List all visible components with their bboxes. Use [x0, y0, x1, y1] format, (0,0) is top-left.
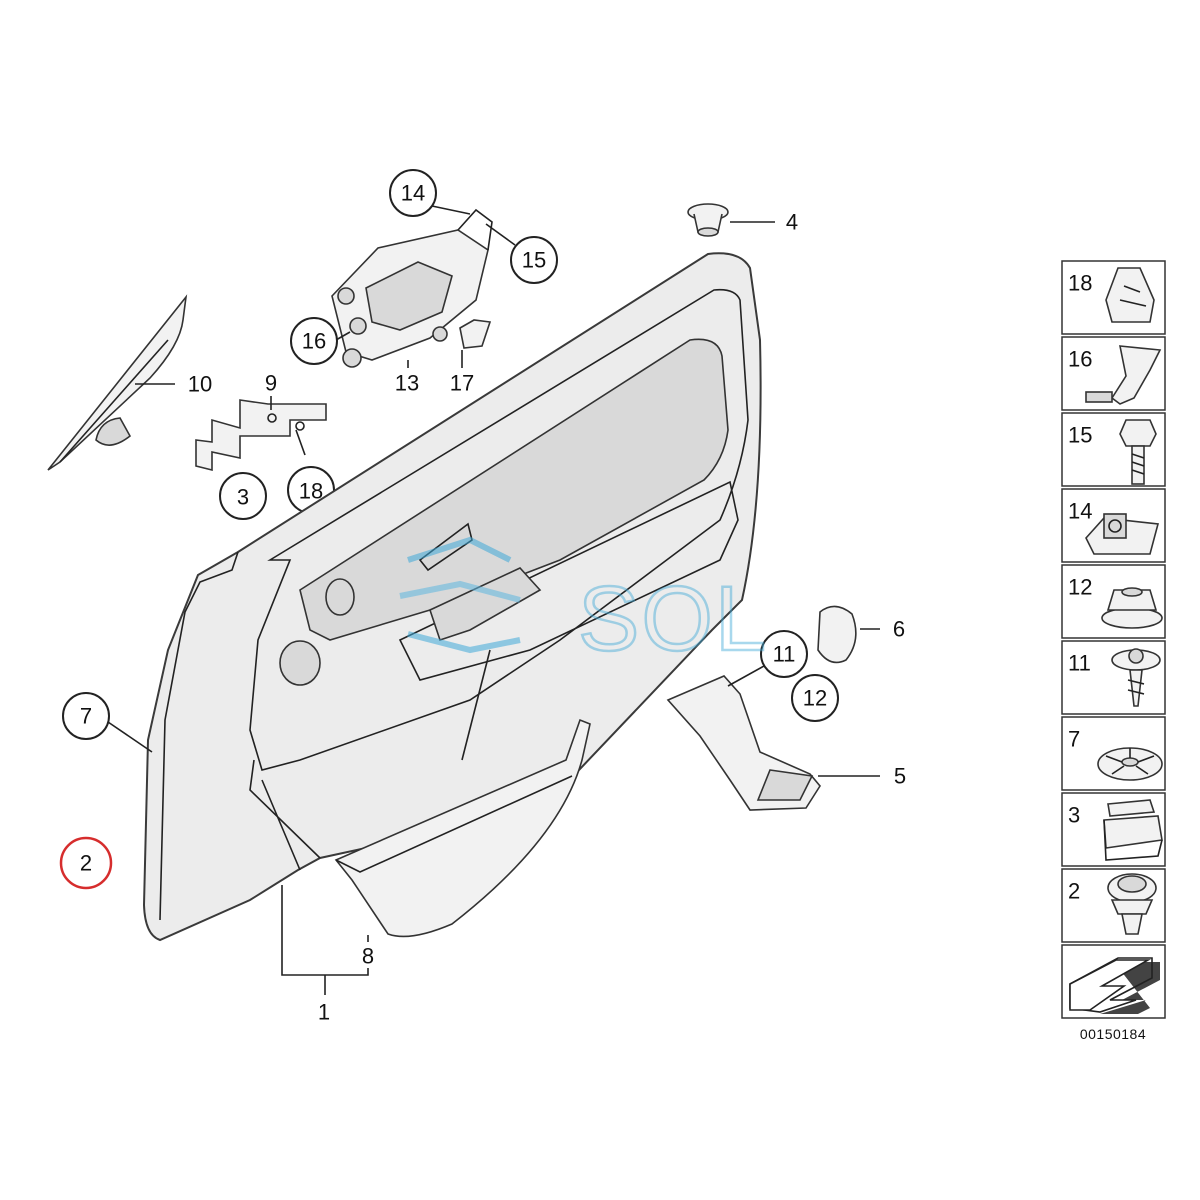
callout-3: 3: [219, 472, 267, 520]
legend-item-11: 11: [1068, 651, 1091, 676]
fastener-16-spring-clip-icon: [1085, 345, 1162, 405]
label-13: 13: [395, 371, 419, 396]
fastener-legend: 18 16 15 14 12 11 7 3 2: [1061, 260, 1166, 1042]
svg-text:2: 2: [80, 851, 92, 876]
fastener-18-clip-icon: [1105, 267, 1155, 323]
callout-15: 15: [510, 236, 558, 284]
legend-item-7: 7: [1068, 727, 1080, 752]
svg-text:12: 12: [803, 686, 827, 711]
svg-text:7: 7: [80, 704, 92, 729]
callout-16: 16: [290, 317, 338, 365]
legend-item-15: 15: [1068, 423, 1092, 448]
legend-item-12: 12: [1068, 575, 1092, 600]
fastener-11-screw-icon: [1111, 648, 1161, 707]
label-4: 4: [786, 210, 798, 235]
callout-11: 11: [760, 630, 808, 678]
label-5: 5: [894, 764, 906, 789]
diagram-code: 00150184: [1080, 1026, 1146, 1042]
part-13-module: [331, 208, 493, 368]
part-6-cap: [817, 605, 857, 664]
label-9: 9: [265, 371, 277, 396]
legend-item-2: 2: [1068, 879, 1080, 904]
fastener-12-hex-nut-icon: [1101, 587, 1163, 629]
legend-item-14: 14: [1068, 499, 1092, 524]
callout-14: 14: [389, 169, 437, 217]
label-1: 1: [318, 1000, 330, 1025]
part-4-grommet: [687, 203, 729, 237]
svg-text:3: 3: [237, 485, 249, 510]
watermark-logo: [399, 536, 521, 654]
fastener-2-expanding-rivet-icon: [1107, 873, 1157, 935]
svg-text:16: 16: [302, 329, 326, 354]
label-8: 8: [362, 944, 374, 969]
part-9-bracket: [195, 399, 327, 472]
legend-item-16: 16: [1068, 347, 1092, 372]
callout-12: 12: [791, 674, 839, 722]
part-5-trim: [666, 675, 821, 811]
fastener-7-star-nut-icon: [1097, 747, 1163, 781]
fastener-3-clip-icon: [1103, 799, 1163, 861]
part-8-map-pocket: [334, 718, 591, 938]
part-10-pillar-trim: [47, 294, 188, 471]
svg-text:14: 14: [401, 181, 425, 206]
svg-text:15: 15: [522, 248, 546, 273]
watermark-text: SOL: [578, 568, 768, 670]
svg-text:18: 18: [299, 479, 323, 504]
direction-arrow-icon: [1069, 957, 1160, 1014]
part-1-door-panel: [142, 252, 762, 942]
callout-2-highlighted: 2: [59, 836, 113, 890]
label-6: 6: [893, 617, 905, 642]
legend-item-3: 3: [1068, 803, 1080, 828]
callout-7: 7: [62, 692, 110, 740]
legend-item-18: 18: [1068, 271, 1092, 296]
fastener-15-bolt-icon: [1119, 419, 1157, 485]
label-17: 17: [450, 371, 474, 396]
svg-text:11: 11: [773, 642, 796, 667]
label-10: 10: [188, 372, 212, 397]
fastener-14-clip-nut-icon: [1085, 513, 1160, 555]
